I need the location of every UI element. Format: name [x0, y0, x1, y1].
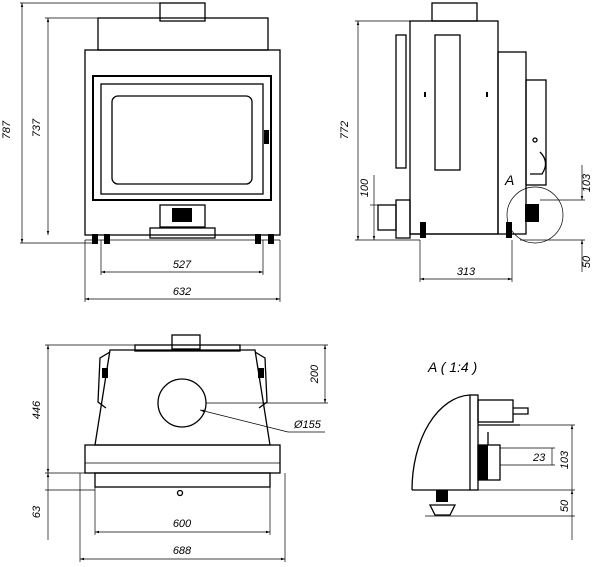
side-air-outlet: [377, 204, 397, 231]
front-top-box: [97, 17, 269, 51]
dim-top-width-inner-label: 600: [173, 518, 192, 530]
front-door-frame: [92, 75, 272, 201]
detail-title: A ( 1:4 ): [427, 359, 477, 375]
dim-top-flue-leader: [199, 409, 289, 433]
detail-foot: [436, 490, 448, 502]
side-detail-circle: [506, 186, 564, 244]
side-rear-box: [525, 79, 547, 186]
dim-detail-foot-label: 50: [559, 499, 571, 512]
detail-body-wall: [469, 394, 479, 491]
top-body: [94, 349, 271, 446]
dim-top-frame-depth-label: 63: [31, 505, 43, 518]
top-bracket-left: [97, 351, 111, 409]
front-view: 787 737 527 632: [1, 2, 281, 302]
dim-front-width-overall-label: 632: [173, 286, 191, 298]
front-door-inner-frame: [100, 83, 264, 195]
detail-boundary-arc: [411, 394, 471, 491]
top-view: 200 Ø155 446 63 600 688: [31, 334, 328, 562]
side-foot-front: [420, 222, 426, 238]
dim-side-outlet-height-label: 100: [359, 178, 371, 197]
dim-side-height-overall-label: 772: [339, 121, 351, 139]
top-flue-outlet: [157, 378, 207, 428]
dim-detail-small-label: 23: [532, 452, 546, 464]
detail-view: A ( 1:4 ) 23 103 50: [411, 359, 575, 540]
front-foot-left-2: [104, 234, 110, 244]
front-foot-left-1: [92, 234, 98, 244]
top-front-frame: [84, 444, 281, 474]
side-detail-component: [525, 204, 539, 222]
side-detail-marker: A: [504, 172, 514, 188]
front-foot-right-1: [255, 234, 261, 244]
dim-top-width-overall-label: 688: [173, 545, 192, 557]
front-door-handle: [264, 130, 269, 144]
side-view: A 772 100 313 103 50: [339, 2, 593, 282]
front-glass: [111, 95, 253, 185]
side-flue-collar: [431, 2, 478, 22]
front-body: [84, 49, 281, 236]
dim-front-width-inner-label: 527: [173, 259, 192, 271]
front-foot-right-2: [268, 234, 274, 244]
front-flue-collar: [159, 2, 206, 22]
detail-bracket: [477, 399, 514, 423]
dim-front-height-overall-label: 787: [1, 120, 13, 139]
dim-top-flue-diameter-label: Ø155: [293, 419, 322, 431]
front-control-knob: [172, 208, 192, 222]
side-foot-rear: [506, 222, 512, 238]
side-body: [409, 20, 499, 235]
top-front-lip: [94, 472, 271, 488]
side-door-profile: [395, 34, 407, 169]
top-flue-collar: [171, 334, 201, 350]
dim-top-depth-overall-label: 446: [31, 400, 43, 419]
top-bracket-right: [254, 351, 268, 409]
dim-top-flue-offset-label: 200: [309, 364, 321, 384]
dim-front-height-body-label: 737: [31, 118, 43, 137]
dim-side-depth-label: 313: [457, 266, 476, 278]
dim-side-detail-height-label: 103: [581, 173, 593, 192]
detail-foot-base: [428, 504, 457, 516]
front-ash-plate: [149, 227, 216, 239]
dim-detail-height-label: 103: [559, 450, 571, 469]
dim-side-foot-label: 50: [581, 255, 593, 268]
side-center-slot: [434, 34, 461, 171]
side-rear-panel: [497, 51, 527, 235]
front-air-control: [159, 204, 206, 228]
